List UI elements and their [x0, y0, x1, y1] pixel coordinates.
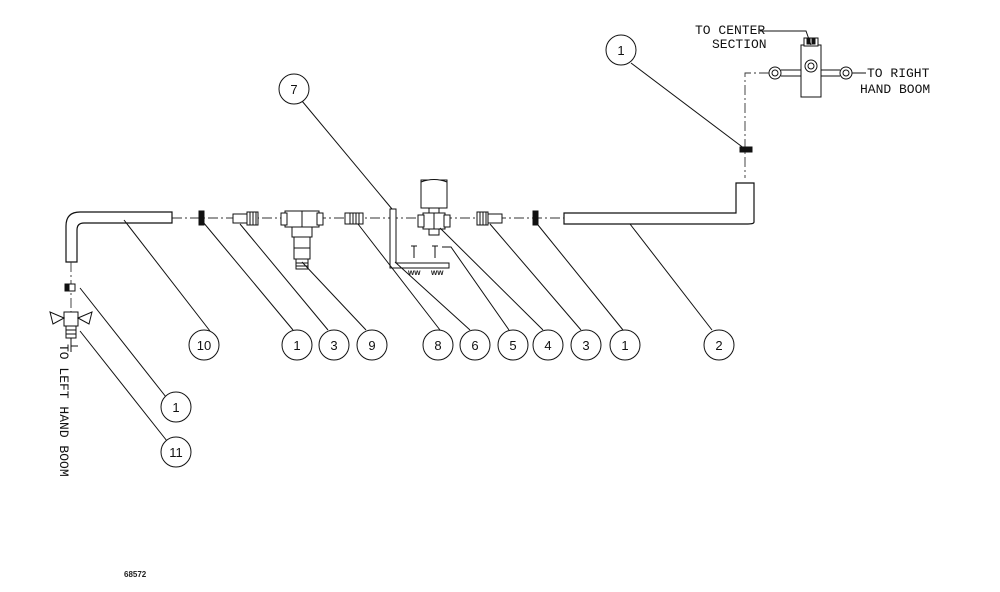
hose-barb-left: [232, 211, 259, 226]
mounting-bracket: [389, 208, 450, 269]
label-to-right-line1: TO RIGHT: [867, 66, 930, 81]
balloon-8: 8: [422, 329, 454, 361]
line-strainer: [280, 210, 324, 270]
leader-center-section: [760, 30, 812, 46]
balloon-5: 5: [497, 329, 529, 361]
balloon-11: 11: [160, 436, 192, 468]
svg-text:4: 4: [544, 338, 551, 353]
svg-text:8: 8: [434, 338, 441, 353]
center-tee-assembly: [768, 37, 853, 98]
balloon-3-b: 3: [570, 329, 602, 361]
balloon-top-right-1: 1: [605, 34, 637, 66]
svg-text:1: 1: [617, 43, 624, 58]
balloon-10: 10: [188, 329, 220, 361]
svg-text:11: 11: [169, 445, 183, 460]
clamp-inline-left: [198, 210, 205, 226]
hose-barb-right: [476, 211, 503, 226]
drawing-reference-number: 68572: [124, 570, 147, 579]
svg-text:ww: ww: [407, 268, 421, 277]
svg-text:1: 1: [172, 400, 179, 415]
svg-text:6: 6: [471, 338, 478, 353]
svg-text:5: 5: [509, 338, 516, 353]
balloon-left-1: 1: [160, 391, 192, 423]
balloon-4: 4: [532, 329, 564, 361]
svg-text:10: 10: [197, 338, 211, 353]
clamp-inline-right: [532, 210, 539, 226]
swivel-fitting-left: [49, 311, 93, 339]
hose-left: [65, 211, 173, 263]
label-to-center-line1: TO CENTER: [695, 23, 765, 38]
svg-text:7: 7: [290, 82, 297, 97]
balloon-3-a: 3: [318, 329, 350, 361]
leader-lines: [79, 62, 746, 442]
clamp-top-right: [739, 146, 753, 153]
control-valve: [417, 179, 451, 236]
nipple-fitting: [344, 212, 364, 225]
balloon-9: 9: [356, 329, 388, 361]
centerline-right-riser: [744, 72, 769, 178]
balloon-7: 7: [278, 73, 310, 105]
label-to-center-line2: SECTION: [712, 37, 767, 52]
svg-text:3: 3: [330, 338, 337, 353]
bolts: ww ww: [407, 245, 444, 277]
svg-text:ww: ww: [430, 268, 444, 277]
balloon-2: 2: [703, 329, 735, 361]
label-to-right-line2: HAND BOOM: [860, 82, 930, 97]
balloon-1-b: 1: [609, 329, 641, 361]
svg-text:3: 3: [582, 338, 589, 353]
label-to-left-hand-boom: TO LEFT HAND BOOM: [56, 344, 71, 477]
svg-text:9: 9: [368, 338, 375, 353]
balloon-1-a: 1: [281, 329, 313, 361]
svg-text:2: 2: [715, 338, 722, 353]
hose-right: [563, 182, 755, 225]
svg-text:1: 1: [621, 338, 628, 353]
balloon-6: 6: [459, 329, 491, 361]
svg-text:1: 1: [293, 338, 300, 353]
